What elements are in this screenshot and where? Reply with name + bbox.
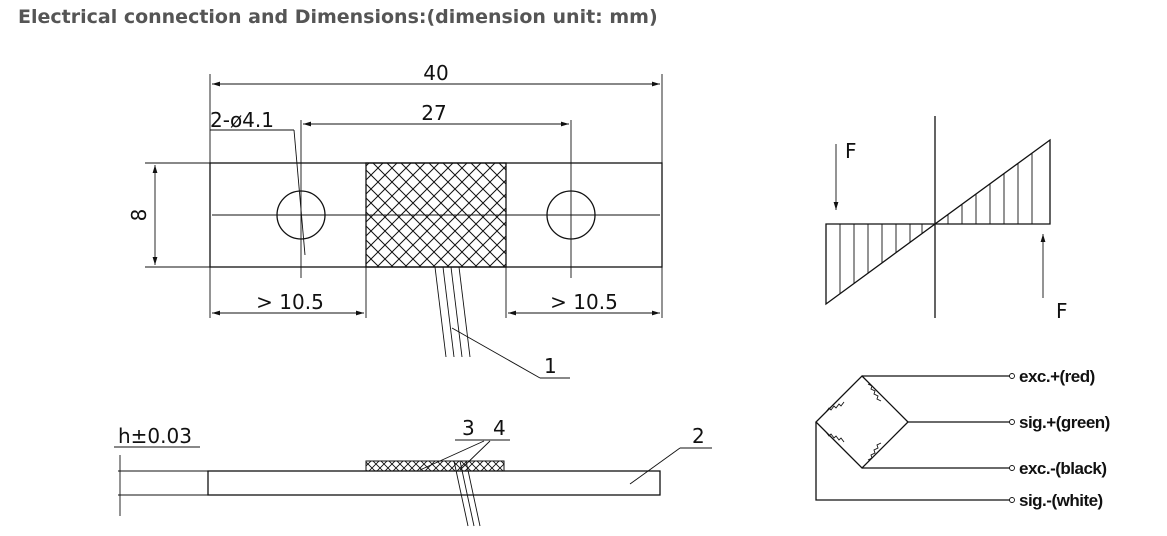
- side-beam: [207, 470, 661, 496]
- force-top-label: F: [845, 139, 857, 163]
- wiring-diagram: exc.+(red) sig.+(green) exc.-(black) sig…: [815, 367, 1110, 510]
- dim-total: 40: [423, 61, 448, 85]
- callout-1: 1: [544, 354, 557, 378]
- callout-4: 4: [493, 416, 506, 440]
- gauge-area: [365, 162, 507, 268]
- callout-3: 3: [462, 416, 475, 440]
- dim-hole-spec: 2-ø4.1: [210, 108, 274, 132]
- thickness-label: h±0.03: [118, 424, 192, 448]
- callout-2: 2: [692, 424, 705, 448]
- dim-holes: 27: [421, 101, 446, 125]
- dim-height: 8: [127, 209, 151, 222]
- wheatstone-bridge: [815, 375, 909, 469]
- moment-left: [825, 223, 937, 306]
- dim-right: > 10.5: [550, 290, 618, 314]
- wire-exc-plus: exc.+(red): [1019, 367, 1095, 386]
- wire-sig-plus: sig.+(green): [1019, 413, 1110, 432]
- moment-right: [933, 138, 1051, 225]
- force-diagram: F F: [825, 116, 1068, 323]
- side-view: h±0.03 3 4 2: [114, 416, 712, 527]
- side-gauge: [365, 460, 505, 472]
- wire-exc-minus: exc.-(black): [1019, 459, 1107, 478]
- page-title: Electrical connection and Dimensions:(di…: [18, 6, 658, 28]
- force-bottom-label: F: [1056, 299, 1068, 323]
- lead-wires: [434, 266, 471, 358]
- wire-sig-minus: sig.-(white): [1019, 491, 1103, 510]
- top-view: 40 27 2-ø4.1 8 > 10.5 > 10.5 1: [127, 61, 663, 379]
- dim-left: > 10.5: [256, 290, 324, 314]
